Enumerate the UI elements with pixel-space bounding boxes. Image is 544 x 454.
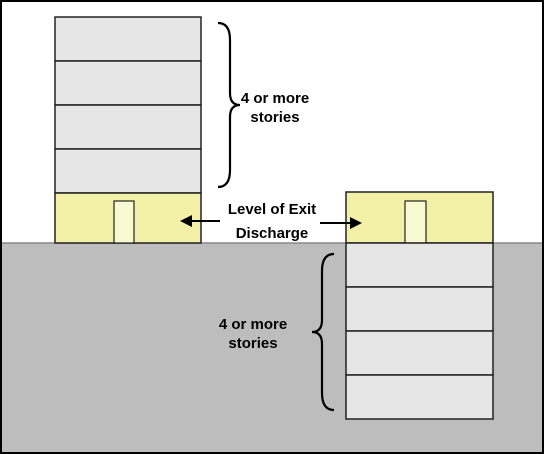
arrow-right-icon: [320, 217, 362, 229]
exit-discharge-label-line1: Level of Exit: [228, 201, 316, 218]
right-basement-1: [345, 242, 494, 288]
left-story-4: [54, 16, 202, 62]
curly-brace-icon: [311, 252, 335, 412]
left-story-2: [54, 104, 202, 150]
arrow-left-icon: [180, 215, 220, 227]
lower-stories-label-line2: stories: [228, 335, 277, 352]
right-basement-2: [345, 286, 494, 332]
left-story-3: [54, 60, 202, 106]
curly-brace-icon: [217, 21, 241, 189]
lower-stories-label-line1: 4 or more: [219, 316, 287, 333]
right-door: [404, 200, 427, 244]
left-building: [54, 16, 202, 244]
upper-stories-label-line2: stories: [250, 109, 299, 126]
right-basement-3: [345, 330, 494, 376]
left-door: [113, 200, 135, 244]
left-story-1: [54, 148, 202, 194]
exit-discharge-label-line2: Discharge: [236, 225, 309, 242]
upper-stories-label-line1: 4 or more: [241, 90, 309, 107]
right-building: [345, 191, 494, 420]
right-basement-4: [345, 374, 494, 420]
